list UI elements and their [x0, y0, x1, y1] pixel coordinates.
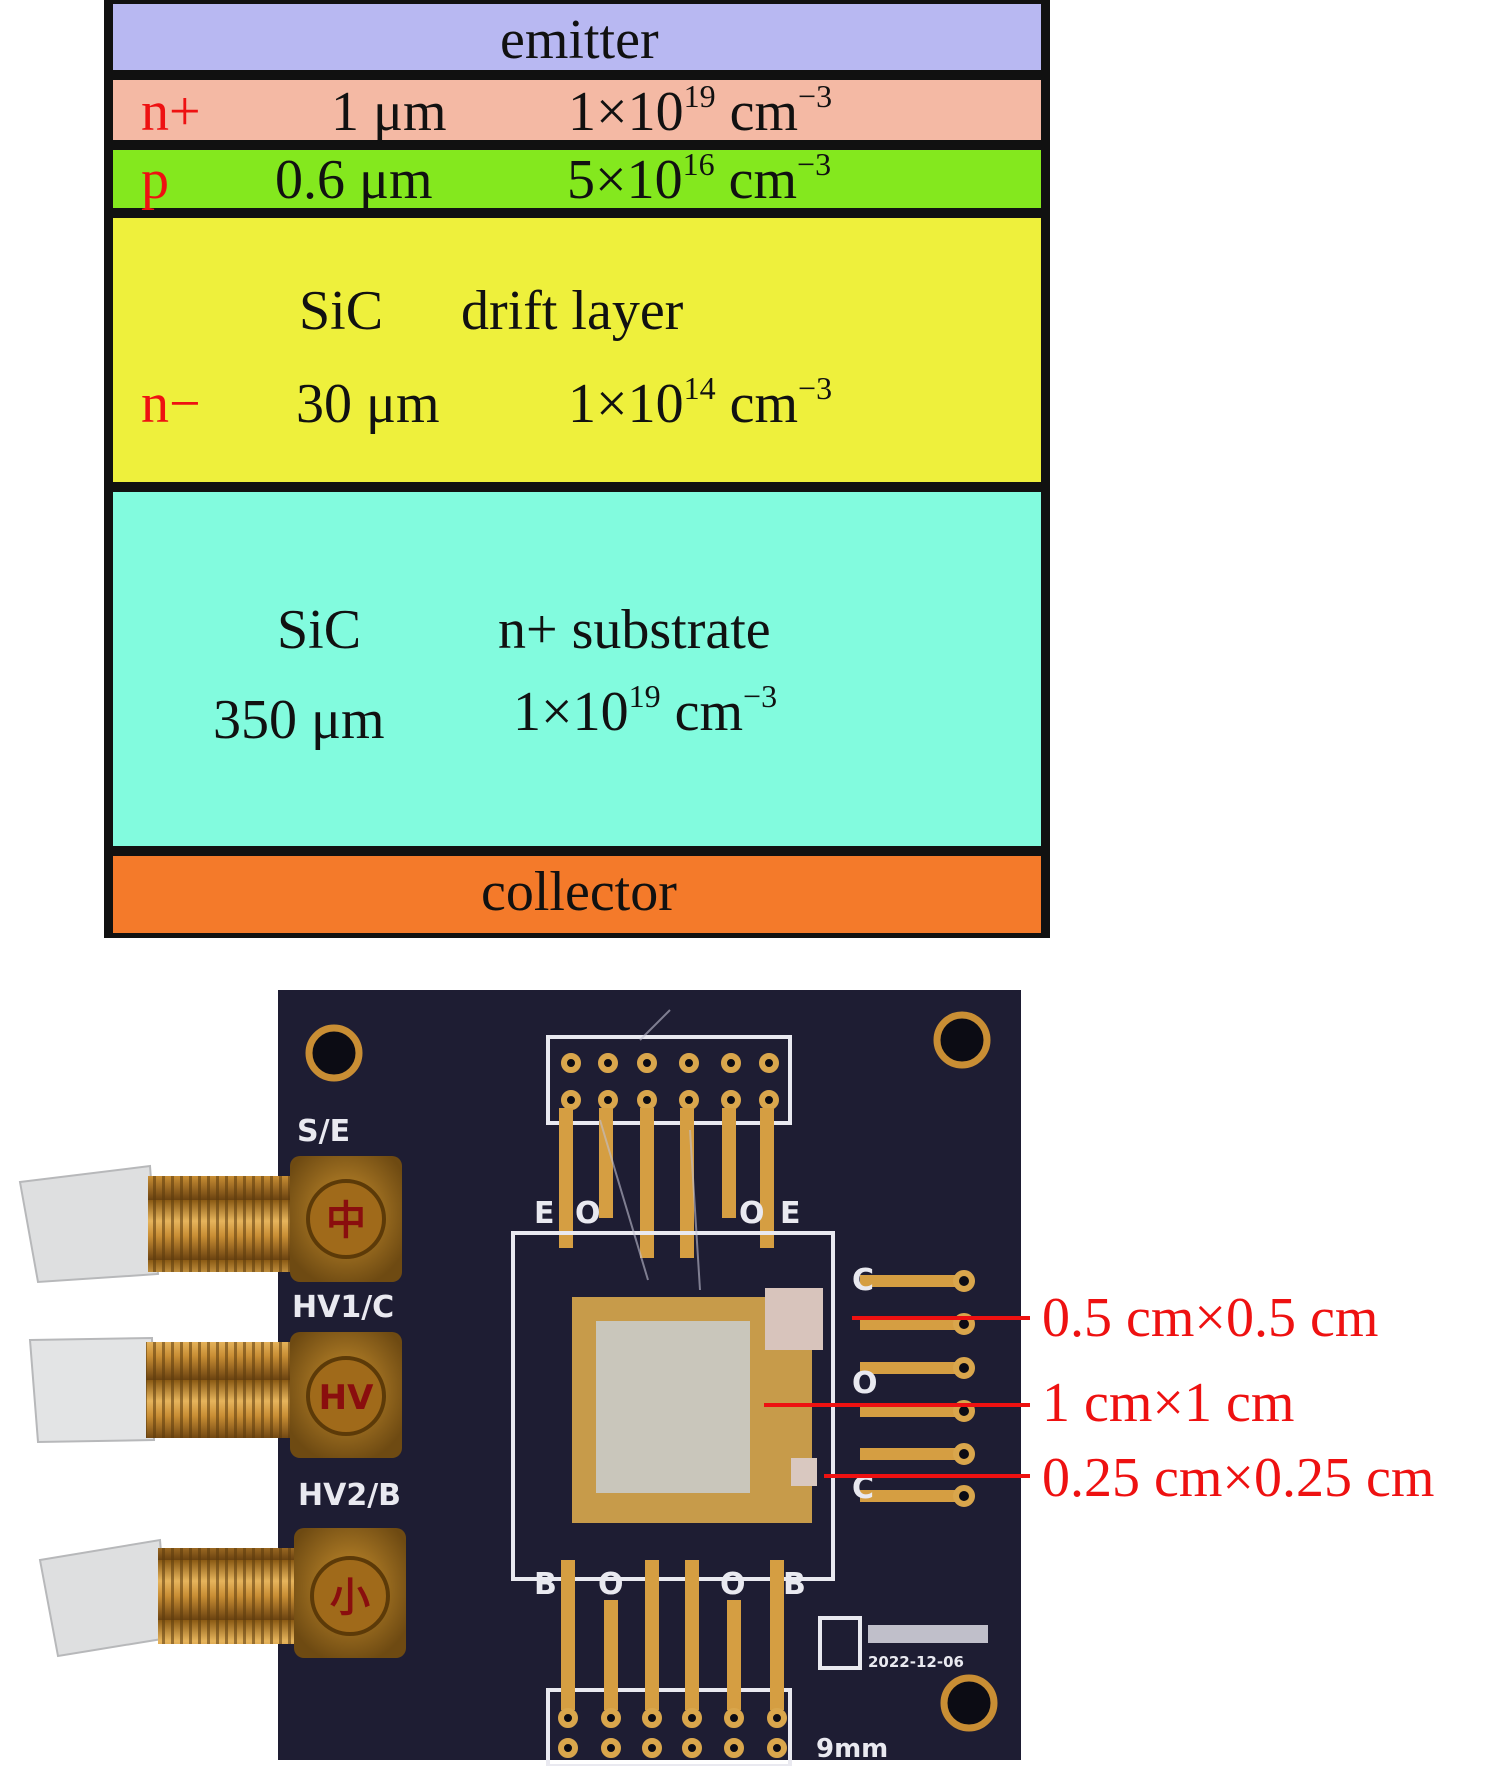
nplus-layer: n+ 1 μm 1×1019 cm−3	[113, 80, 1041, 140]
substrate-title-name: n+ substrate	[498, 599, 771, 661]
collector-label: collector	[481, 861, 677, 923]
substrate-doping: 1×1019 cm−3	[513, 678, 778, 743]
label-e-left: E	[534, 1196, 555, 1231]
drift-title-name: drift layer	[461, 280, 684, 342]
sma-connectors	[18, 1156, 406, 1658]
mark-hv: HV	[319, 1378, 374, 1418]
substrate-layer: SiC n+ substrate 350 μm 1×1019 cm−3	[113, 492, 1041, 846]
chip-large	[596, 1321, 750, 1493]
callout-small-chip: 0.25 cm×0.25 cm	[1042, 1447, 1435, 1509]
callout-line-2	[764, 1403, 1030, 1407]
substrate-thickness: 350 μm	[213, 689, 385, 751]
bottom-header-pins	[558, 1708, 787, 1758]
label-o-mid: O	[852, 1366, 878, 1401]
callout-line-1	[852, 1316, 1030, 1320]
chip-medium	[765, 1288, 823, 1350]
chip-small	[791, 1458, 817, 1486]
drift-doping: 1×1014 cm−3	[568, 370, 833, 435]
label-o-bl: O	[598, 1567, 624, 1602]
sma-connector-top	[18, 1156, 402, 1284]
label-o-right: O	[739, 1196, 765, 1231]
p-doping: 5×1016 cm−3	[567, 146, 832, 211]
emitter-label: emitter	[500, 9, 659, 71]
mark-small: 小	[330, 1575, 370, 1621]
logo-icon	[818, 1616, 862, 1670]
sma-connector-middle	[28, 1332, 402, 1458]
drift-title-sic: SiC	[299, 280, 384, 342]
sma-connector-bottom	[38, 1528, 406, 1658]
nplus-doping: 1×1019 cm−3	[568, 78, 833, 143]
label-b-right: B	[783, 1567, 806, 1602]
mark-center: 中	[326, 1198, 366, 1244]
label-date: 2022-12-06	[868, 1653, 964, 1671]
drift-thickness: 30 μm	[296, 373, 440, 435]
label-e-right: E	[780, 1196, 801, 1231]
label-c-top: C	[852, 1263, 874, 1298]
callout-medium-chip: 0.5 cm×0.5 cm	[1042, 1287, 1379, 1349]
label-b-left: B	[534, 1567, 557, 1602]
label-se: S/E	[297, 1114, 350, 1149]
collector-layer: collector	[113, 856, 1041, 933]
p-layer: p 0.6 μm 5×1016 cm−3	[113, 146, 1041, 211]
emitter-layer: emitter	[113, 4, 1041, 70]
label-hv2: HV2/B	[298, 1478, 401, 1513]
top-traces	[559, 1108, 774, 1258]
right-traces	[860, 1275, 964, 1502]
label-size: 9mm	[816, 1734, 888, 1764]
label-hv1: HV1/C	[292, 1290, 394, 1325]
drift-type: n−	[141, 373, 201, 435]
mounting-holes	[305, 1011, 998, 1732]
p-thickness: 0.6 μm	[275, 149, 433, 211]
label-c-bottom: C	[852, 1471, 874, 1506]
bottom-traces	[561, 1560, 784, 1710]
nplus-thickness: 1 μm	[331, 81, 447, 143]
layer-stack: emitter n+ 1 μm 1×1019 cm−3 p 0.6 μm 5×1…	[104, 0, 1050, 938]
label-o-br: O	[720, 1567, 746, 1602]
drift-layer: SiC drift layer n− 30 μm 1×1014 cm−3	[113, 218, 1041, 482]
label-o-left: O	[575, 1196, 601, 1231]
nplus-type: n+	[141, 81, 201, 143]
substrate-title-sic: SiC	[277, 599, 362, 661]
top-header-pins	[561, 1053, 779, 1110]
callout-line-3	[824, 1474, 1030, 1478]
pcb-photo: S/E HV1/C HV2/B E O O E C O C B O O B 9m…	[18, 990, 1021, 1766]
p-type: p	[141, 149, 169, 211]
callout-large-chip: 1 cm×1 cm	[1042, 1372, 1295, 1434]
